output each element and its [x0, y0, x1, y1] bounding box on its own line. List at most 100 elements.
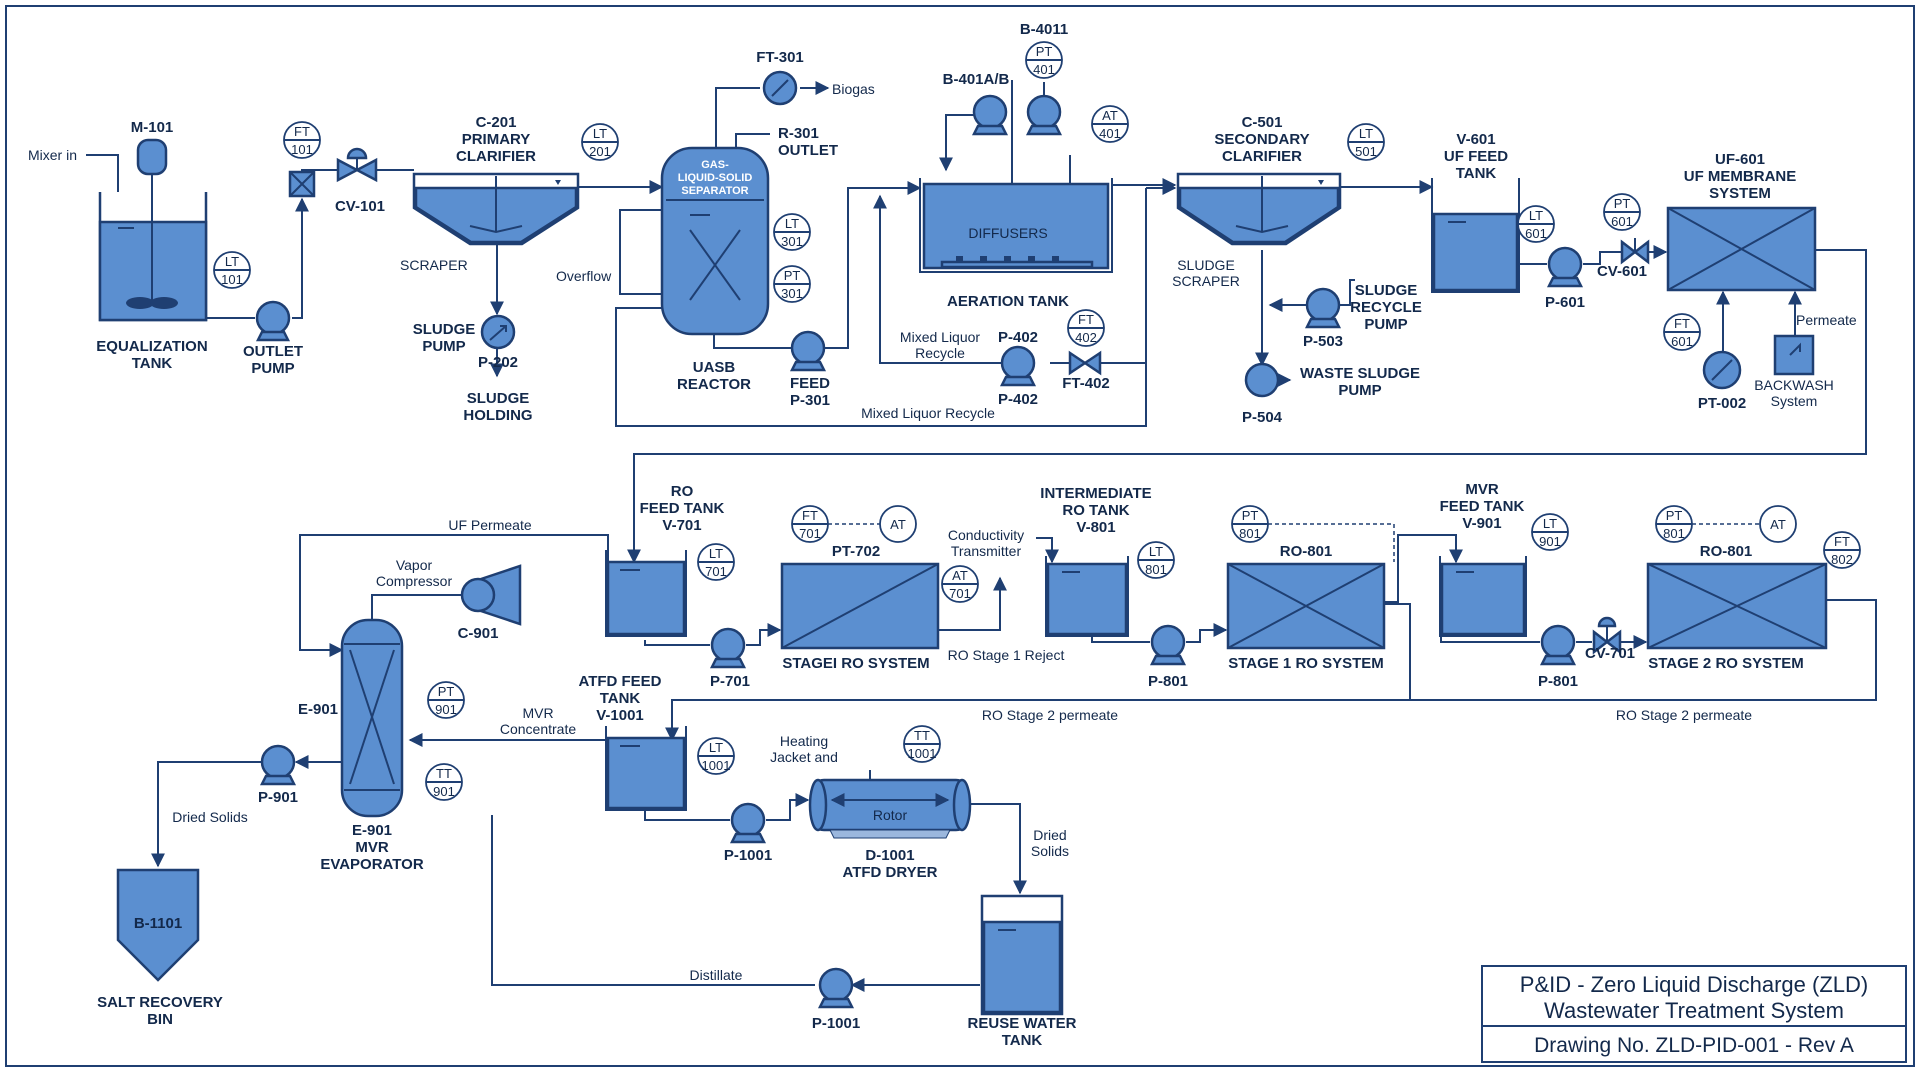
svg-text:AT: AT	[952, 568, 968, 583]
svg-text:402: 402	[1075, 330, 1097, 345]
svg-text:401: 401	[1033, 62, 1055, 77]
label-int-1: INTERMEDIATE	[1040, 485, 1151, 502]
label-b1101: B-1101	[134, 915, 182, 932]
label-m101: M-101	[131, 119, 174, 136]
label-p801-a: P-801	[1148, 673, 1188, 690]
svg-text:701: 701	[949, 586, 971, 601]
label-wsp-2: PUMP	[1338, 382, 1381, 399]
svg-text:LT: LT	[709, 740, 723, 755]
label-outlet-pump-1: OUTLET	[243, 343, 303, 360]
label-p402-a: P-402	[998, 329, 1038, 346]
label-p202: P-202	[478, 354, 518, 371]
title-line-1: P&ID - Zero Liquid Discharge (ZLD)	[1520, 972, 1868, 997]
svg-text:701: 701	[799, 526, 821, 541]
svg-text:901: 901	[435, 702, 457, 717]
svg-text:LT: LT	[1543, 516, 1557, 531]
label-overflow: Overflow	[556, 268, 612, 284]
label-primary-1: PRIMARY	[462, 131, 531, 148]
label-gls-3: SEPARATOR	[681, 185, 748, 197]
svg-text:PT: PT	[784, 268, 801, 283]
svg-text:PT: PT	[1666, 508, 1683, 523]
label-stage2-ro: STAGE 2 RO SYSTEM	[1648, 655, 1804, 672]
label-sludge-pump-2: PUMP	[422, 338, 465, 355]
label-cv101: CV-101	[335, 198, 385, 215]
inst-pt401: PT 401	[1025, 41, 1063, 79]
label-uf601-1: UF-601	[1715, 151, 1765, 168]
label-uf601-3: SYSTEM	[1709, 185, 1771, 202]
label-p402-b: P-402	[998, 391, 1038, 408]
svg-text:801: 801	[1239, 526, 1261, 541]
svg-text:601: 601	[1671, 334, 1693, 349]
label-srp-2: RECYCLE	[1350, 299, 1422, 316]
label-ro801-b: RO-801	[1700, 543, 1753, 560]
inst-at-702: AT	[879, 505, 917, 543]
label-mlr-2: Recycle	[915, 345, 965, 361]
label-sludge-pump-1: SLUDGE	[413, 321, 476, 338]
label-mvr-feed-1: MVR	[1465, 481, 1499, 498]
label-d1001-1: D-1001	[865, 847, 914, 864]
svg-text:PT: PT	[1614, 196, 1631, 211]
label-cond-1: Conductivity	[948, 527, 1024, 543]
svg-text:901: 901	[433, 784, 455, 799]
inst-lt601: LT 601	[1517, 205, 1555, 243]
label-ro-stage2-perm-a: RO Stage 2 permeate	[982, 707, 1118, 723]
label-atfd-feed-2: TANK	[600, 690, 641, 707]
label-srp-3: PUMP	[1364, 316, 1407, 333]
label-sludge-holding-2: HOLDING	[463, 407, 532, 424]
label-b4011: B-4011	[1020, 21, 1068, 38]
label-outlet-pump-2: PUMP	[251, 360, 294, 377]
label-cv601: CV-601	[1597, 263, 1647, 280]
label-ft402: FT-402	[1062, 375, 1110, 392]
label-p504: P-504	[1242, 409, 1283, 426]
label-p901: P-901	[258, 789, 298, 806]
svg-text:FT: FT	[1674, 316, 1690, 331]
label-mvr-conc-1: MVR	[522, 705, 553, 721]
svg-text:AT: AT	[890, 517, 906, 532]
label-c501: C-501	[1242, 114, 1283, 131]
label-ro-feed-2: FEED TANK	[640, 500, 725, 517]
svg-text:101: 101	[221, 272, 243, 287]
svg-text:PT: PT	[1036, 44, 1053, 59]
label-ro-feed-1: RO	[671, 483, 694, 500]
drawing-border	[5, 5, 1915, 1067]
svg-text:AT: AT	[1770, 517, 1786, 532]
label-vapor-1: Vapor	[396, 557, 433, 573]
label-gls-2: LIQUID-SOLID	[678, 172, 753, 184]
svg-text:FT: FT	[1834, 534, 1850, 549]
label-scraper: SCRAPER	[400, 257, 468, 273]
label-reuse-2: TANK	[1002, 1032, 1043, 1049]
label-uasb-2: REACTOR	[677, 376, 751, 393]
svg-text:401: 401	[1099, 126, 1121, 141]
svg-text:601: 601	[1525, 226, 1547, 241]
label-dried-solids-a: Dried Solids	[172, 809, 247, 825]
label-secondary-1: SECONDARY	[1214, 131, 1309, 148]
label-uf-permeate: UF Permeate	[448, 517, 531, 533]
label-eq-tank-1: EQUALIZATION	[96, 338, 207, 355]
label-secondary-2: CLARIFIER	[1222, 148, 1302, 165]
svg-text:LT: LT	[1529, 208, 1543, 223]
label-uf601-2: UF MEMBRANE	[1684, 168, 1797, 185]
label-cv701: CV-701	[1585, 645, 1635, 662]
label-rotor: Rotor	[873, 807, 908, 823]
svg-text:AT: AT	[1102, 108, 1118, 123]
label-distillate: Distillate	[690, 967, 743, 983]
label-dried-solids-b2: Solids	[1031, 843, 1069, 859]
label-eq-tank-2: TANK	[132, 355, 173, 372]
svg-text:1001: 1001	[908, 746, 937, 761]
label-p503: P-503	[1303, 333, 1343, 350]
label-v601-3: TANK	[1456, 165, 1497, 182]
label-sludge-holding-1: SLUDGE	[467, 390, 530, 407]
label-atfd-feed-1: ATFD FEED	[578, 673, 661, 690]
